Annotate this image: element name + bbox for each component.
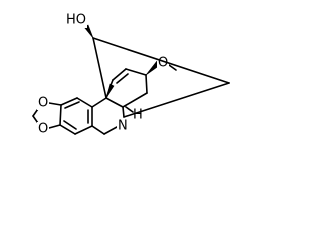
bond-c3 — [145, 74, 148, 94]
bond-ar2 — [60, 97, 78, 106]
hydrogen-label: H — [133, 108, 143, 123]
ethano-bridge: HO — [66, 13, 230, 118]
bond-methoxy — [168, 64, 177, 71]
methylenedioxy-group: O O — [32, 96, 62, 137]
bond-n2 — [103, 126, 118, 135]
stereo-wedge-ring-fusion — [105, 83, 115, 99]
structure-canvas: O O N H O — [32, 12, 230, 137]
piperidine-ring: N H — [91, 97, 143, 135]
bond-c4 — [122, 92, 148, 108]
bond-n5 — [91, 97, 107, 108]
bond-c2 — [125, 68, 147, 76]
dioxole-oxygen-bottom-label: O — [38, 122, 48, 137]
bond-c1-double-inner — [116, 73, 129, 84]
methoxy-oxygen-label: O — [158, 56, 168, 71]
bond-ar1 — [76, 97, 93, 108]
bond-ar-double-1 — [64, 101, 80, 109]
bond-ar-double-2 — [63, 120, 77, 130]
aromatic-ring — [59, 97, 93, 135]
bond-od2 — [48, 124, 61, 129]
bond-bridge-3 — [123, 82, 230, 118]
chemical-structure: O O N H O — [32, 13, 230, 137]
bond-c1-double — [112, 68, 127, 81]
bond-bridge-1 — [92, 37, 107, 99]
bond-ar3 — [59, 104, 62, 126]
bond-od1 — [48, 102, 62, 106]
dioxole-oxygen-top-label: O — [38, 96, 48, 111]
bond-bridge-2 — [92, 37, 230, 84]
bond-n1 — [91, 125, 105, 135]
hydroxyl-label: HO — [66, 13, 86, 28]
bond-n3 — [122, 106, 125, 118]
bond-n4 — [105, 97, 124, 108]
bond-nh — [125, 106, 134, 113]
nitrogen-label: N — [118, 119, 128, 134]
cyclohexene-ring: O — [105, 56, 177, 108]
bond-ar5 — [74, 125, 93, 135]
bond-ar4 — [59, 124, 76, 135]
